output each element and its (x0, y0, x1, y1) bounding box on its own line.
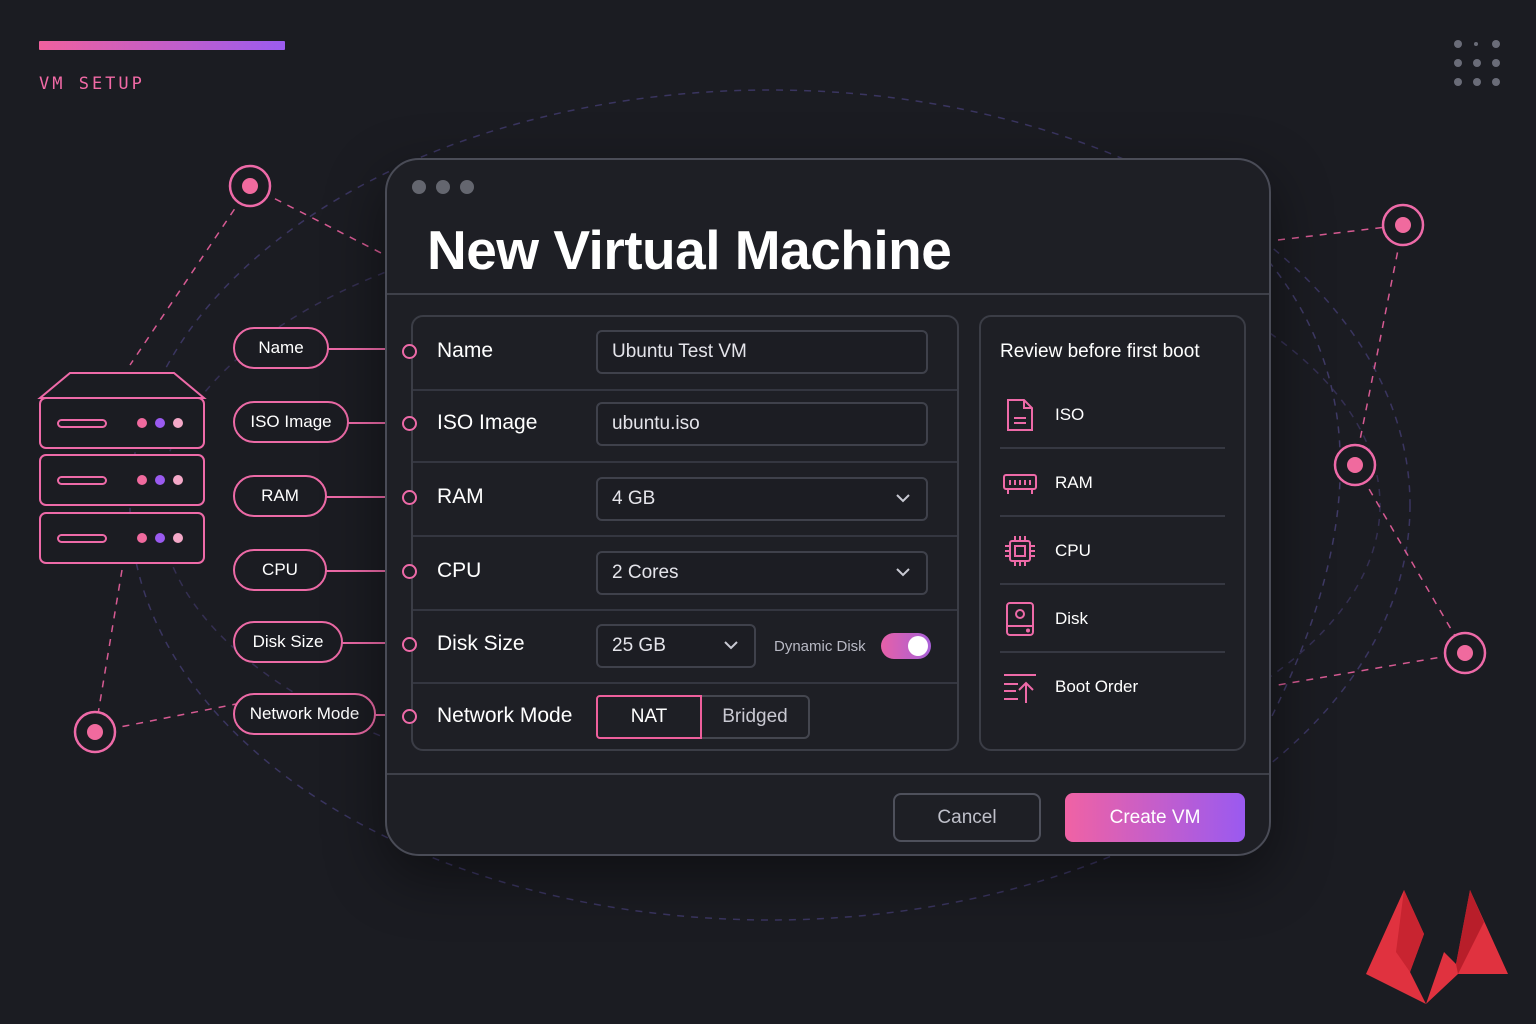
disk-size-select[interactable]: 25 GB (596, 624, 756, 668)
ram-select-value: 4 GB (612, 488, 656, 509)
disk-icon (1006, 602, 1034, 636)
section-label: VM SETUP (39, 74, 145, 94)
vm-form: Name Ubuntu Test VM ISO Image ubuntu.iso… (402, 315, 959, 754)
dynamic-disk-label: Dynamic Disk (774, 638, 866, 655)
callout-cpu: CPU (233, 549, 327, 591)
iso-label: ISO Image (437, 411, 538, 434)
window-maximize-dot[interactable] (460, 180, 474, 194)
review-item-label: RAM (1055, 473, 1093, 492)
review-title: Review before first boot (1000, 341, 1200, 362)
review-item-label: Boot Order (1055, 677, 1139, 696)
dynamic-disk-toggle[interactable] (881, 633, 931, 659)
boot-order-icon (1004, 674, 1036, 703)
review-item-iso: ISO (1000, 379, 1225, 449)
review-item-disk: Disk (1000, 583, 1225, 653)
review-item-cpu: CPU (1000, 515, 1225, 585)
name-label: Name (437, 339, 494, 362)
review-item-ram: RAM (1000, 447, 1225, 517)
network-mode-segmented: NAT Bridged (596, 695, 810, 739)
cpu-select-value: 2 Cores (612, 562, 679, 583)
form-row-network: Network Mode NAT Bridged (402, 682, 957, 754)
callout-disk-size: Disk Size (233, 621, 343, 663)
dot-grid-icon (1452, 38, 1504, 90)
review-item-label: CPU (1055, 541, 1091, 560)
network-bridged-option[interactable]: Bridged (702, 695, 810, 739)
ram-label: RAM (437, 485, 484, 508)
cpu-select[interactable]: 2 Cores (596, 551, 928, 595)
connector-dot (402, 564, 417, 579)
dialog-title: New Virtual Machine (427, 219, 952, 281)
new-vm-dialog: New Virtual Machine Name Ubuntu Test VM … (385, 158, 1271, 856)
form-row-iso: ISO Image ubuntu.iso (402, 389, 957, 463)
brand-logo (1366, 890, 1508, 1004)
cancel-button[interactable]: Cancel (893, 793, 1041, 842)
window-close-dot[interactable] (412, 180, 426, 194)
toggle-knob (908, 636, 928, 656)
callout-iso-image: ISO Image (233, 401, 349, 443)
connector-dot (402, 344, 417, 359)
ram-select[interactable]: 4 GB (596, 477, 928, 521)
create-vm-button[interactable]: Create VM (1065, 793, 1245, 842)
cpu-label: CPU (437, 559, 482, 582)
review-item-label: ISO (1055, 405, 1085, 424)
footer-divider (387, 773, 1269, 775)
form-row-disk: Disk Size 25 GB Dynamic Disk (402, 610, 957, 684)
server-stack-icon (37, 372, 207, 564)
iso-input[interactable]: ubuntu.iso (596, 402, 928, 446)
network-nat-option[interactable]: NAT (596, 695, 702, 739)
callout-network-mode: Network Mode (233, 693, 376, 735)
chevron-down-icon (724, 641, 738, 650)
callout-name: Name (233, 327, 329, 369)
callout-ram: RAM (233, 475, 327, 517)
chevron-down-icon (896, 568, 910, 577)
disk-label: Disk Size (437, 632, 525, 655)
chip-icon (1005, 536, 1035, 566)
title-divider (387, 293, 1269, 295)
disk-size-value: 25 GB (612, 635, 666, 656)
review-item-boot-order: Boot Order (1000, 651, 1225, 719)
accent-bar (39, 41, 285, 50)
review-item-label: Disk (1055, 609, 1089, 628)
form-row-ram: RAM 4 GB (402, 463, 957, 537)
window-minimize-dot[interactable] (436, 180, 450, 194)
connector-dot (402, 709, 417, 724)
connector-dot (402, 490, 417, 505)
chevron-down-icon (896, 494, 910, 503)
memory-icon (1003, 474, 1037, 494)
name-input[interactable]: Ubuntu Test VM (596, 330, 928, 374)
document-icon (1007, 399, 1033, 431)
review-panel: Review before first boot ISO RAM CPU Dis (979, 315, 1246, 751)
network-label: Network Mode (437, 704, 573, 727)
connector-dot (402, 637, 417, 652)
form-row-cpu: CPU 2 Cores (402, 537, 957, 611)
form-row-name: Name Ubuntu Test VM (402, 317, 957, 391)
connector-dot (402, 416, 417, 431)
